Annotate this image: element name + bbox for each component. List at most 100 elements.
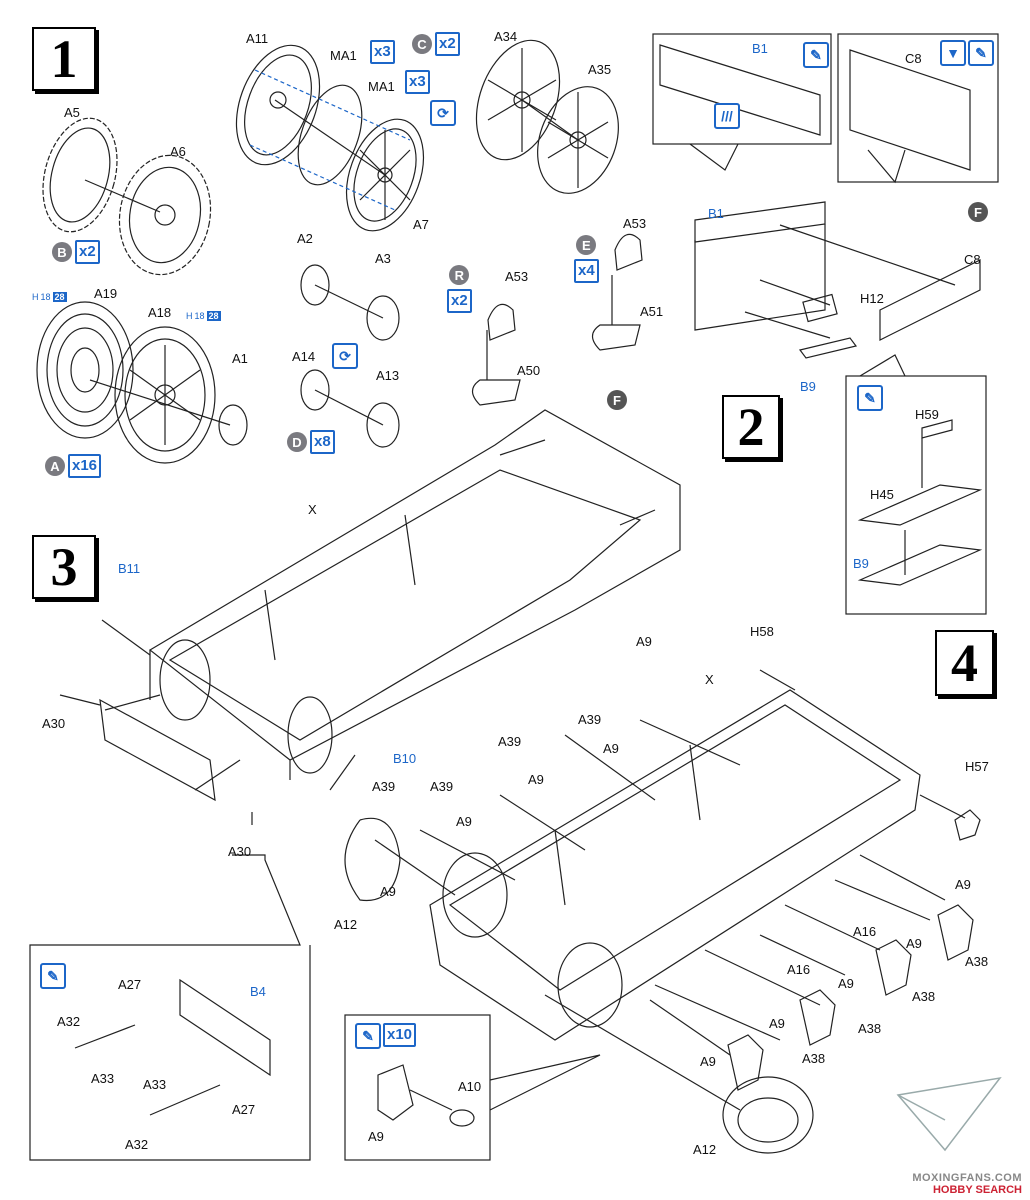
rotate-icon: ⟳ bbox=[332, 343, 358, 369]
drawing-idler-wheel-a11 bbox=[235, 44, 321, 166]
part-label: X bbox=[308, 502, 317, 517]
quantity-ma1: x3 bbox=[370, 40, 395, 64]
reference-f-icon: F bbox=[607, 390, 627, 410]
part-label: A35 bbox=[588, 62, 612, 77]
part-label: A9 bbox=[603, 741, 619, 756]
part-label: H59 bbox=[915, 407, 939, 422]
part-label: A13 bbox=[376, 368, 400, 383]
watermark-plane-icon bbox=[896, 1076, 1002, 1152]
quantity-b: B x2 bbox=[52, 240, 100, 264]
part-label: A38 bbox=[802, 1051, 826, 1066]
part-label: A12 bbox=[693, 1142, 717, 1157]
part-label: A7 bbox=[413, 217, 429, 232]
part-label: A16 bbox=[853, 924, 877, 939]
drawing-sprocket-a12-left bbox=[344, 817, 401, 902]
glue-icon: ✎ bbox=[40, 963, 66, 989]
sprue-a-icon: A bbox=[45, 456, 65, 476]
part-label: A5 bbox=[64, 105, 80, 120]
part-label: B11 bbox=[118, 561, 141, 576]
part-label: A39 bbox=[372, 779, 396, 794]
part-label: A9 bbox=[700, 1054, 716, 1069]
reference-f-icon: F bbox=[968, 202, 988, 222]
part-label: B9 bbox=[800, 379, 816, 394]
part-label: A50 bbox=[517, 363, 541, 378]
drawing-sprocket-a5 bbox=[42, 117, 118, 233]
weathering-icon: /// bbox=[714, 103, 740, 129]
part-label: A38 bbox=[965, 954, 989, 969]
part-label: A51 bbox=[640, 304, 664, 319]
drawing-track-ring-ma1 bbox=[297, 84, 363, 186]
part-label: A18 bbox=[148, 305, 172, 320]
quantity-ma1-second: x3 bbox=[405, 70, 430, 94]
detail-panel-b1 bbox=[652, 33, 832, 145]
part-label: A11 bbox=[246, 31, 269, 46]
part-label: A30 bbox=[42, 716, 66, 731]
sprue-d-icon: D bbox=[287, 432, 307, 452]
part-label: A9 bbox=[955, 877, 971, 892]
part-label: A9 bbox=[838, 976, 854, 991]
part-label: A32 bbox=[57, 1014, 81, 1029]
part-label: A9 bbox=[380, 884, 396, 899]
part-label: A27 bbox=[232, 1102, 256, 1117]
watermark: MOXINGFANS.COM HOBBY SEARCH bbox=[912, 1172, 1022, 1196]
part-label: MA1 bbox=[330, 48, 357, 63]
part-label: B10 bbox=[393, 751, 417, 766]
part-label: C8 bbox=[964, 252, 981, 267]
paint-code-badge: H 18 28 bbox=[32, 292, 67, 302]
part-label: A9 bbox=[636, 634, 652, 649]
part-label: A9 bbox=[528, 772, 544, 787]
part-label: A39 bbox=[498, 734, 522, 749]
part-label: A38 bbox=[912, 989, 936, 1004]
step-number-3: 3 bbox=[32, 535, 96, 599]
drawing-road-wheel-a19 bbox=[36, 301, 134, 439]
part-label: A9 bbox=[906, 936, 922, 951]
drawing-hull-step4 bbox=[429, 689, 921, 1041]
part-label: H12 bbox=[860, 291, 884, 306]
remove-icon: ▼ bbox=[940, 40, 966, 66]
sprue-e-icon: E bbox=[576, 235, 597, 255]
part-label: A39 bbox=[578, 712, 602, 727]
part-label: A9 bbox=[456, 814, 472, 829]
quantity-a: A x16 bbox=[45, 454, 102, 478]
quantity-r: R x2 bbox=[447, 265, 472, 313]
part-label: A38 bbox=[858, 1021, 882, 1036]
part-label: H45 bbox=[870, 487, 894, 502]
quantity-c: C x2 bbox=[412, 32, 460, 56]
reference-f: F bbox=[968, 202, 988, 222]
quantity-d: D x8 bbox=[287, 430, 335, 454]
part-label: MA1 bbox=[368, 79, 395, 94]
rotate-icon: ⟳ bbox=[430, 100, 456, 126]
part-label: A6 bbox=[170, 144, 186, 159]
quantity-a10: x10 bbox=[383, 1023, 417, 1047]
glue-icon: ✎ bbox=[968, 40, 994, 66]
detail-panel-c8 bbox=[837, 33, 999, 183]
part-label: A14 bbox=[292, 349, 316, 364]
part-label: A9 bbox=[769, 1016, 785, 1031]
part-label: A53 bbox=[623, 216, 647, 231]
part-label: B4 bbox=[250, 984, 266, 999]
part-label: A34 bbox=[494, 29, 518, 44]
part-label: A39 bbox=[430, 779, 454, 794]
part-label: X bbox=[705, 672, 714, 687]
part-label: A9 bbox=[368, 1129, 384, 1144]
part-label: H57 bbox=[965, 759, 989, 774]
part-label: C8 bbox=[905, 51, 922, 66]
part-label: A1 bbox=[232, 351, 248, 366]
step-number-2: 2 bbox=[722, 395, 780, 459]
part-label: A53 bbox=[505, 269, 529, 284]
step-number-1: 1 bbox=[32, 27, 96, 91]
part-label: B1 bbox=[752, 41, 768, 56]
part-label: B9 bbox=[853, 556, 869, 571]
part-label: B1 bbox=[708, 206, 724, 221]
part-label: H58 bbox=[750, 624, 774, 639]
detail-panel-h59 bbox=[845, 375, 987, 615]
part-label: A33 bbox=[143, 1077, 167, 1092]
part-label: A33 bbox=[91, 1071, 115, 1086]
part-label: A32 bbox=[125, 1137, 149, 1152]
quantity-e: E x4 bbox=[574, 235, 599, 283]
glue-icon: ✎ bbox=[857, 385, 883, 411]
glue-icon: ✎ bbox=[803, 42, 829, 68]
part-label: A30 bbox=[228, 844, 252, 859]
